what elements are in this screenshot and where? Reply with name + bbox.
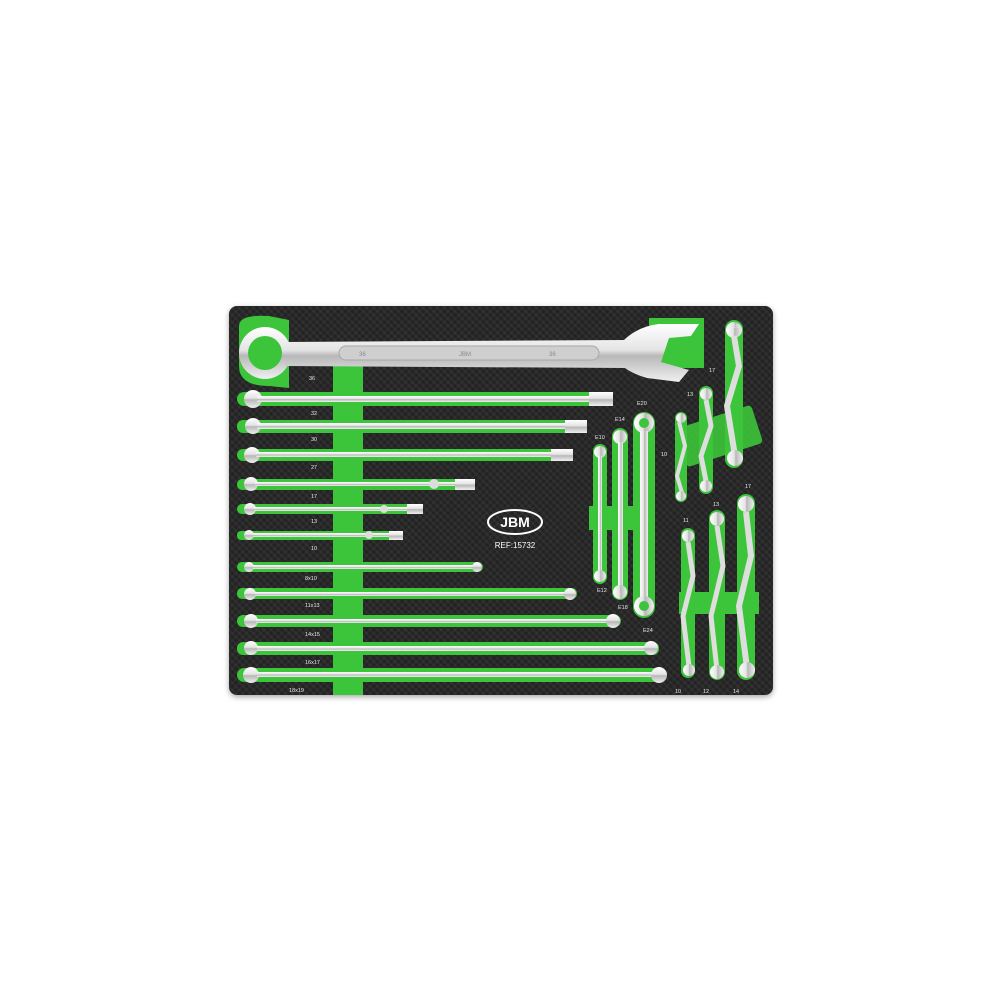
tray-drawing: 36 JBM 36 36 32 30 27 17 13 — [237, 315, 763, 695]
green-foam-strip-vertical — [333, 364, 363, 695]
small-label-lower-17: 17 — [745, 484, 751, 490]
logo-text: JBM — [500, 514, 530, 530]
reference-number: REF:15732 — [495, 541, 536, 550]
size-label-18x19: 18x19 — [289, 688, 304, 694]
torx-label-e24: E24 — [643, 628, 653, 634]
combination-wrench-32[interactable] — [237, 390, 613, 408]
double-end-wrench-14x15[interactable] — [237, 614, 621, 628]
size-label-17: 17 — [311, 494, 317, 500]
double-end-wrench-8x10[interactable] — [237, 562, 483, 572]
small-label-lower-13: 13 — [713, 502, 719, 508]
size-label-11x13: 11x13 — [305, 603, 320, 609]
size-label-14x15: 14x15 — [305, 632, 320, 638]
small-wrench-lower-17-14[interactable] — [735, 494, 755, 680]
size-label-10: 10 — [311, 546, 317, 552]
combination-wrench-30[interactable] — [237, 418, 587, 434]
torx-label-e18: E18 — [618, 605, 628, 611]
large-wrench-stamp-left: 36 — [359, 352, 366, 358]
large-wrench-stamp-mid: JBM — [459, 352, 471, 358]
double-end-wrench-16x17[interactable] — [237, 641, 659, 655]
torx-label-e14: E14 — [615, 417, 625, 423]
small-wrench-upper-19[interactable] — [723, 320, 743, 468]
green-foam-strip-upper — [675, 405, 763, 467]
small-label-top-13: 13 — [687, 392, 693, 398]
size-label-36: 36 — [309, 376, 315, 382]
small-wrench-lower-13-12[interactable] — [708, 510, 726, 680]
large-wrench-stamp-right: 36 — [549, 352, 556, 358]
torx-label-e12: E12 — [597, 588, 607, 594]
double-end-wrench-18x19[interactable] — [237, 667, 667, 683]
small-label-top-17: 17 — [709, 368, 715, 374]
small-label-lower-10: 10 — [675, 689, 681, 695]
combination-wrench-10[interactable] — [237, 530, 403, 540]
combination-wrench-17[interactable] — [237, 477, 475, 491]
combination-wrench-13[interactable] — [237, 503, 423, 515]
small-label-lower-14: 14 — [733, 689, 739, 695]
size-label-30: 30 — [311, 437, 317, 443]
size-label-16x17: 16x17 — [305, 660, 320, 666]
torx-wrench-e14-e18[interactable] — [612, 428, 628, 600]
combination-wrench-27[interactable] — [237, 447, 573, 463]
jbm-logo: JBM — [487, 509, 543, 535]
torx-side-mark: 10 — [661, 452, 667, 458]
torx-wrench-e20-e24[interactable] — [633, 412, 655, 618]
torx-label-e10: E10 — [595, 435, 605, 441]
large-combination-wrench-36[interactable]: 36 JBM 36 — [239, 315, 704, 388]
torx-wrench-e10-e12[interactable] — [593, 444, 607, 584]
size-label-13: 13 — [311, 519, 317, 525]
size-label-32: 32 — [311, 411, 317, 417]
small-wrench-upper-17[interactable] — [698, 386, 714, 494]
small-label-lower-12: 12 — [703, 689, 709, 695]
small-label-lower-11: 11 — [683, 518, 689, 524]
tool-tray: 36 JBM 36 36 32 30 27 17 13 — [229, 306, 773, 695]
double-end-wrench-11x13[interactable] — [237, 588, 577, 600]
size-label-8x10: 8x10 — [305, 576, 317, 582]
size-label-27: 27 — [311, 465, 317, 471]
torx-label-e20: E20 — [637, 401, 647, 407]
small-label-top-19: 19 — [733, 324, 739, 330]
small-wrench-lower-11-10[interactable] — [680, 528, 696, 678]
small-wrench-upper-13[interactable] — [674, 412, 688, 502]
